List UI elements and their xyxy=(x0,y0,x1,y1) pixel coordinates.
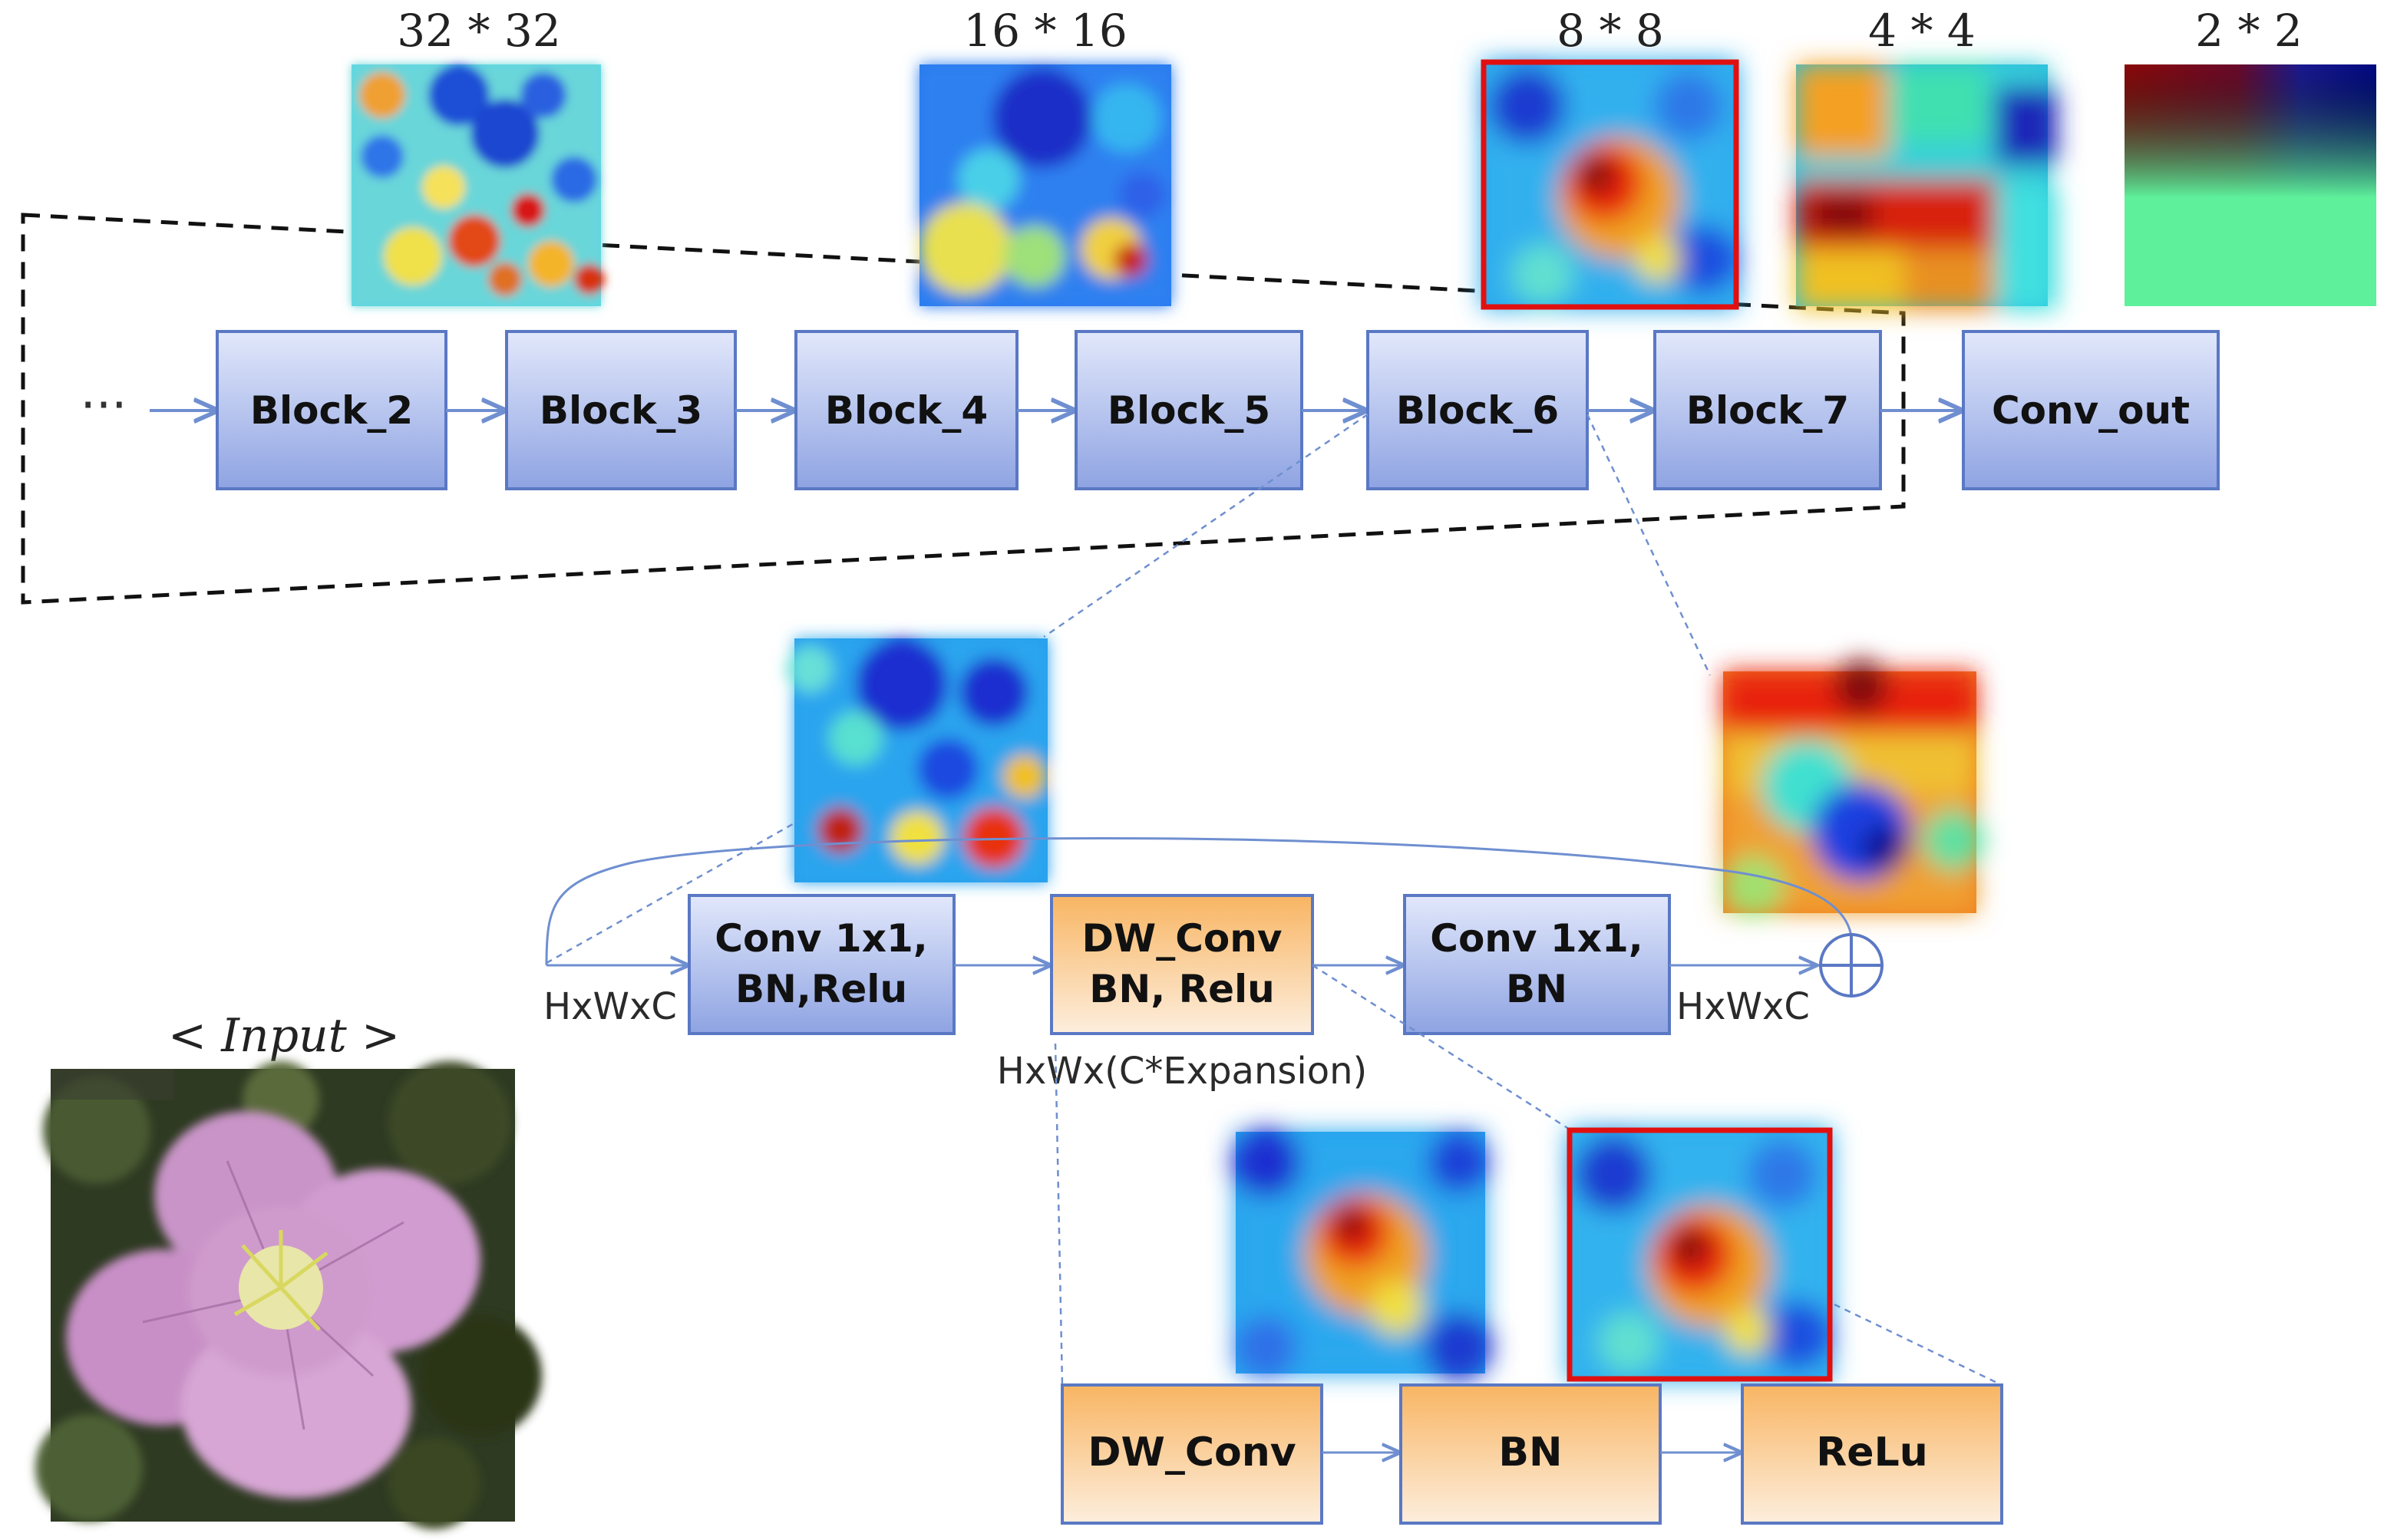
zoom-guide-line xyxy=(1043,413,1369,638)
feature-map-highlight xyxy=(1567,1127,1833,1382)
conv1x1-bn-box: Conv 1x1, BN xyxy=(1403,894,1671,1035)
output-dim-label: HxWxC xyxy=(1676,985,1810,1028)
block-6-box: Block_6 xyxy=(1366,330,1589,490)
conv-out-box: Conv_out xyxy=(1962,330,2220,490)
feature-map-4x4 xyxy=(1796,64,2057,310)
block-label: Block_7 xyxy=(1686,388,1849,433)
box-label-line2: BN,Relu xyxy=(735,967,907,1011)
zoom-guide-line xyxy=(1312,964,1574,1133)
feature-map-8x8 xyxy=(1481,59,1739,310)
box-label-line1: Conv 1x1, xyxy=(715,916,927,961)
feature-map-highlight xyxy=(1481,59,1739,310)
dwconv-bn-relu-box: DW_Conv BN, Relu xyxy=(1050,894,1314,1035)
block-4-box: Block_4 xyxy=(794,330,1019,490)
feature-map-2x2 xyxy=(2125,64,2376,306)
conv1x1-relu-box: Conv 1x1, BN,Relu xyxy=(688,894,956,1035)
box-label-line2: BN xyxy=(1506,967,1567,1011)
box-label-line1: DW_Conv xyxy=(1082,916,1283,961)
bn-feature-map xyxy=(1567,1127,1833,1382)
feature-map-size-label: 8 * 8 xyxy=(1557,5,1664,57)
feature-map-size-label: 2 * 2 xyxy=(2195,5,2303,57)
ellipsis: ··· xyxy=(80,378,127,434)
block-3-box: Block_3 xyxy=(505,330,737,490)
feature-map-16x16 xyxy=(920,64,1171,306)
feature-map-32x32 xyxy=(352,64,605,306)
block-label: Block_4 xyxy=(825,388,988,433)
block-5-box: Block_5 xyxy=(1075,330,1303,490)
output-feature-map xyxy=(1723,660,1984,917)
block-label: Block_6 xyxy=(1396,388,1559,433)
dw-conv-box: DW_Conv xyxy=(1061,1383,1323,1525)
expansion-dim-label: HxWx(C*Expansion) xyxy=(997,1050,1368,1093)
zoom-guide-line xyxy=(1054,1043,1064,1386)
box-label: DW_Conv xyxy=(1088,1430,1296,1476)
dwconv-feature-map xyxy=(1232,1128,1493,1381)
relu-box: ReLu xyxy=(1741,1383,2003,1525)
input-flower-image xyxy=(35,1061,542,1529)
box-label-line1: Conv 1x1, xyxy=(1430,916,1643,961)
add-operator-icon xyxy=(1819,933,1884,998)
zoom-guide-line xyxy=(1834,1303,2002,1387)
zoom-guide-line xyxy=(1586,414,1712,676)
input-dim-label: HxWxC xyxy=(543,985,677,1028)
block-label: Block_3 xyxy=(540,388,702,433)
block-label: Block_2 xyxy=(250,388,413,433)
box-label: ReLu xyxy=(1816,1430,1927,1476)
block-2-box: Block_2 xyxy=(216,330,447,490)
input-label: < Input > xyxy=(168,1009,400,1063)
feature-map-size-label: 32 * 32 xyxy=(397,5,560,57)
box-label: BN xyxy=(1498,1430,1562,1476)
block-label: Block_5 xyxy=(1108,388,1270,433)
expansion-feature-map xyxy=(787,638,1048,882)
feature-map-size-label: 4 * 4 xyxy=(1868,5,1976,57)
zoom-guide-line xyxy=(546,819,799,965)
dashed-region-outline xyxy=(21,213,1906,605)
block-7-box: Block_7 xyxy=(1653,330,1882,490)
skip-connection xyxy=(545,837,1853,966)
bn-box: BN xyxy=(1399,1383,1662,1525)
feature-map-size-label: 16 * 16 xyxy=(963,5,1127,57)
box-label-line2: BN, Relu xyxy=(1089,967,1275,1011)
block-label: Conv_out xyxy=(1992,388,2190,433)
